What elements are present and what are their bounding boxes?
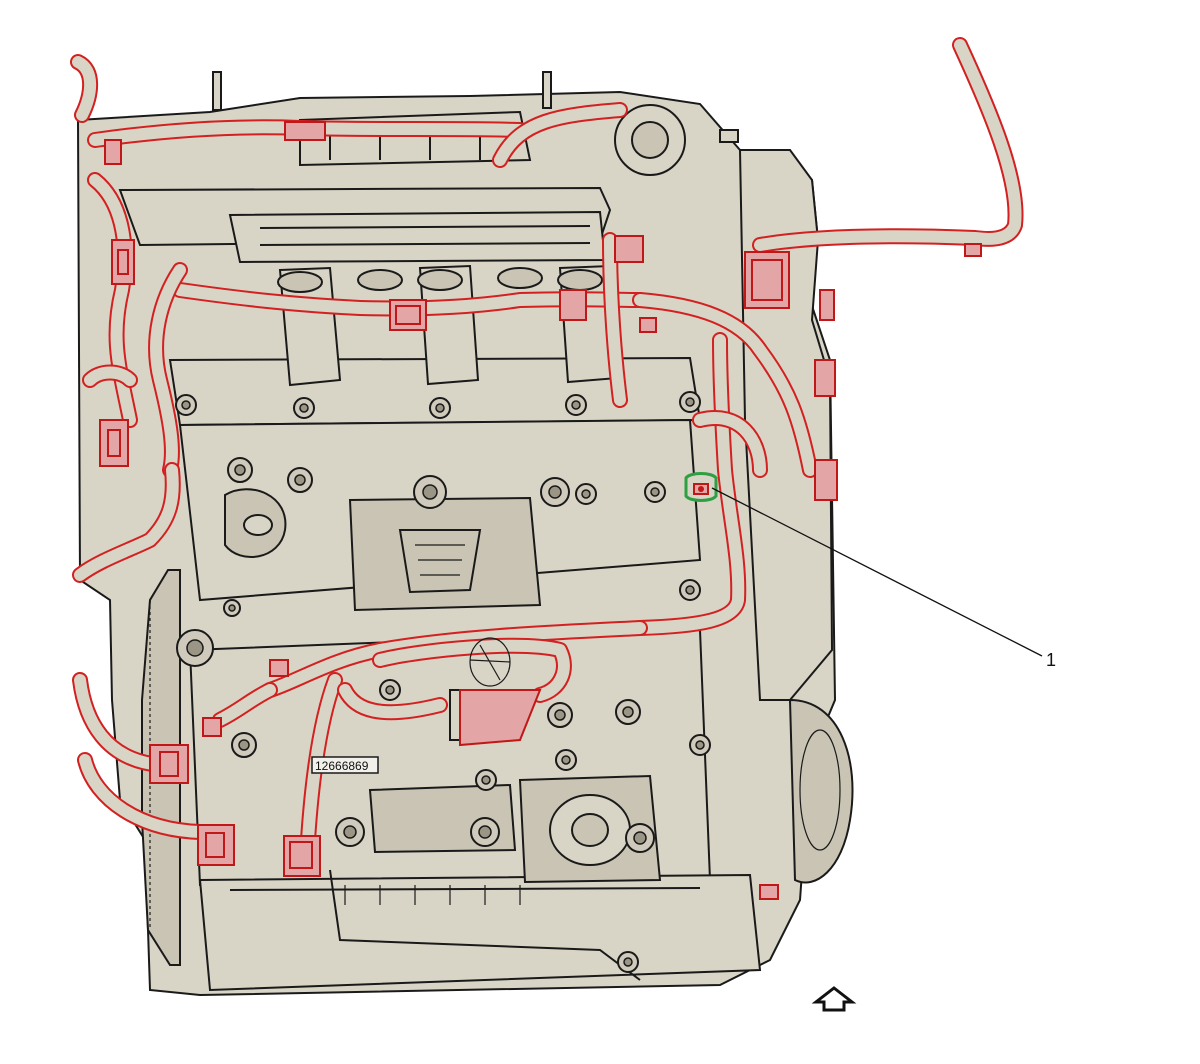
part-number-plate: 12666869 bbox=[311, 756, 379, 774]
up-arrow-icon bbox=[811, 986, 857, 1012]
intake-manifold bbox=[118, 104, 686, 264]
lower-block bbox=[188, 628, 762, 992]
top-studs bbox=[212, 71, 739, 143]
bolts bbox=[175, 391, 711, 973]
callout-1: 1 bbox=[711, 487, 1056, 670]
exhaust-ports bbox=[178, 418, 702, 612]
part-number-text: 12666869 bbox=[315, 759, 369, 773]
callout-label: 1 bbox=[1046, 650, 1056, 670]
highlighted-sensor bbox=[684, 472, 718, 502]
connectors bbox=[99, 121, 982, 900]
